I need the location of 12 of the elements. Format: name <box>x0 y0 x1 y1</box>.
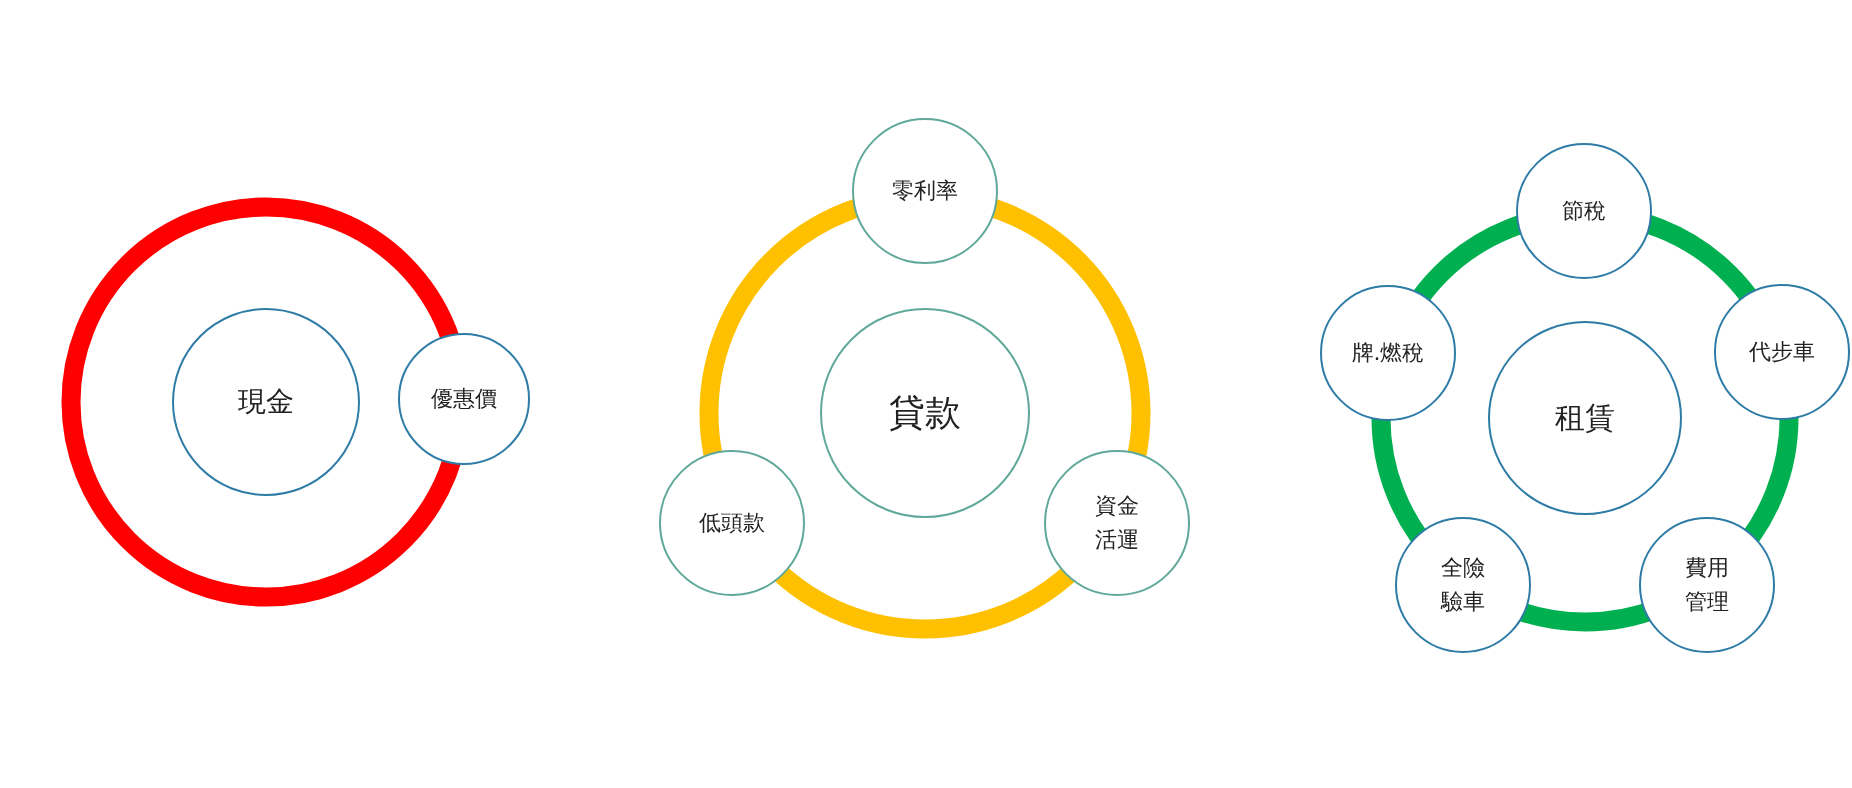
node-label: 貸款 <box>889 391 961 436</box>
node-label: 優惠價 <box>431 384 497 413</box>
node-label: 現金 <box>238 384 294 421</box>
node-label: 零利率 <box>892 176 958 205</box>
node-label: 資金活運 <box>1094 491 1140 554</box>
node-label: 節稅 <box>1562 196 1606 225</box>
node-label: 代步車 <box>1749 337 1815 366</box>
node-label: 費用管理 <box>1684 553 1730 616</box>
node-label: 全險驗車 <box>1439 553 1486 616</box>
node-label: 租賃 <box>1555 398 1615 437</box>
node-label: 牌.燃稅 <box>1351 338 1425 367</box>
node-label: 低頭款 <box>699 508 765 537</box>
